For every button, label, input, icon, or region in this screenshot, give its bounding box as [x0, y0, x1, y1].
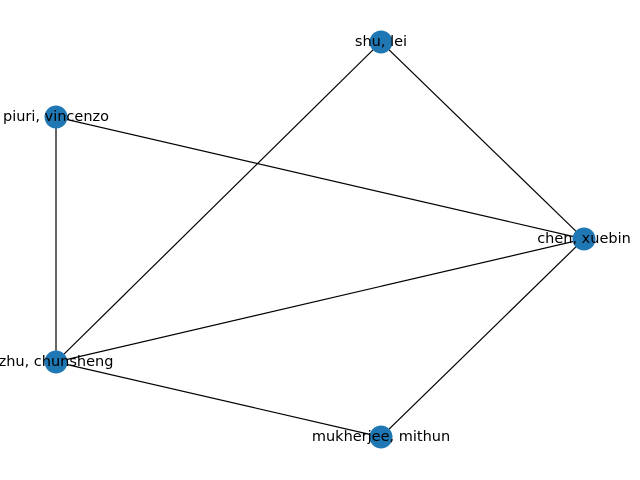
node-label-shu-lei: shu, lei	[355, 34, 407, 50]
node-mukherjee	[369, 425, 393, 449]
edge-layer	[55, 41, 585, 438]
node-label-piuri: piuri, vincenzo	[3, 109, 109, 125]
edge-chen-zhu	[55, 238, 585, 363]
node-layer	[44, 30, 596, 449]
node-zhu	[44, 350, 68, 374]
edge-chen-mukherjee	[380, 238, 585, 438]
node-label-chen: chen, xuebin	[537, 231, 631, 247]
edge-shu_lei-chen	[380, 41, 585, 240]
node-label-zhu: zhu, chunsheng	[0, 354, 113, 370]
node-piuri	[44, 105, 68, 129]
edge-zhu-mukherjee	[55, 361, 382, 438]
node-shu-lei	[369, 30, 393, 54]
edge-shu_lei-zhu	[55, 41, 382, 363]
node-chen	[572, 227, 596, 251]
label-layer: shu, lei piuri, vincenzo chen, xuebin zhu, …	[0, 34, 631, 445]
edge-piuri-chen	[55, 116, 585, 240]
node-label-mukherjee: mukherjee, mithun	[312, 429, 450, 445]
